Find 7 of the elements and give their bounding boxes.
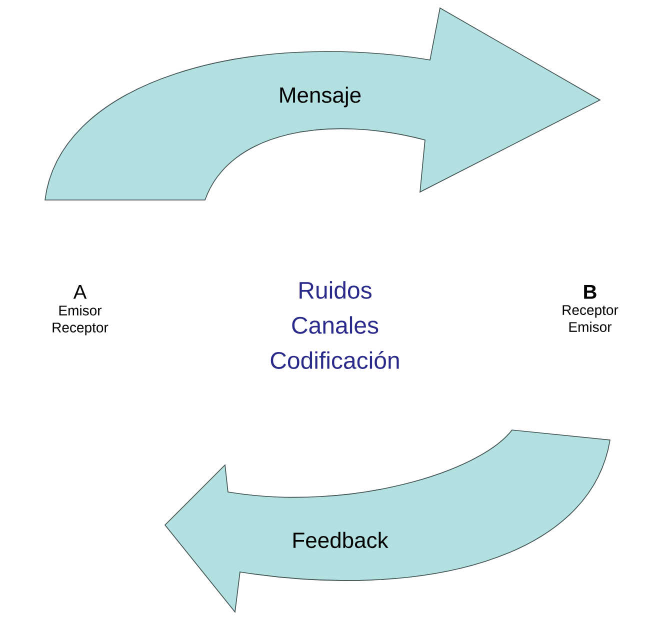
role-text: Receptor Emisor <box>562 305 618 332</box>
center-text: Ruidos <box>300 281 372 299</box>
party-letter: B <box>584 285 596 299</box>
center-text: Canales <box>292 316 378 334</box>
role-text: Emisor Receptor <box>52 305 108 336</box>
center-text: Codificación <box>270 351 399 369</box>
party-letter: A <box>73 285 87 299</box>
